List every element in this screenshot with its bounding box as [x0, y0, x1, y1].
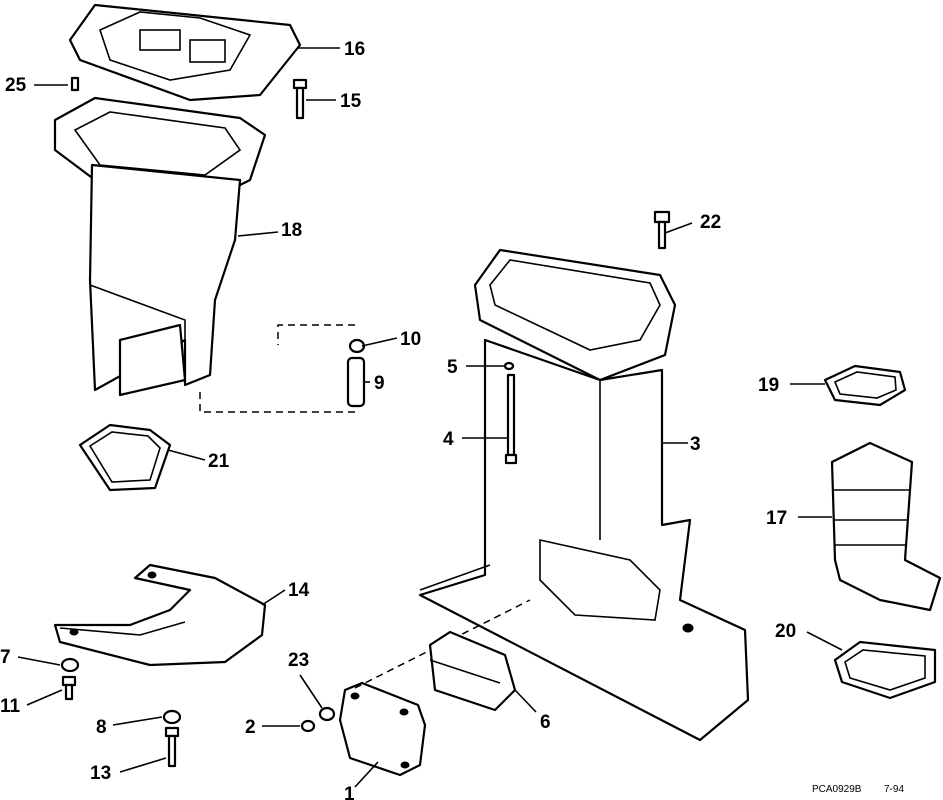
part-18-adapter-housing [53, 96, 267, 397]
part-3-driveshaft-housing [418, 248, 750, 742]
callout-18: 18 [281, 220, 302, 241]
callout-16: 16 [344, 39, 365, 60]
part-22-bolt [653, 210, 671, 250]
date-code: 7-94 [884, 784, 904, 795]
part-11-screw [61, 675, 77, 701]
part-2-screw [300, 719, 316, 733]
callout-10: 10 [400, 329, 421, 350]
guide-line-bottom [199, 392, 356, 413]
part-4-stud [504, 373, 518, 465]
callout-6: 6 [540, 712, 551, 733]
callout-17: 17 [766, 508, 787, 529]
callout-1: 1 [344, 784, 355, 800]
callout-20: 20 [775, 621, 796, 642]
callout-19: 19 [758, 375, 779, 396]
callout-25: 25 [5, 75, 27, 96]
leader-lines [17, 47, 843, 788]
callout-11: 11 [0, 696, 21, 717]
part-16-gasket [68, 3, 302, 102]
callout-2: 2 [245, 717, 256, 738]
figure-code: PCA0929B [812, 784, 862, 795]
callout-15: 15 [340, 91, 362, 112]
callout-22: 22 [700, 212, 721, 233]
part-14-plate [53, 563, 267, 667]
part-1-cover [338, 681, 427, 777]
part-6-block [428, 630, 517, 712]
callout-13: 13 [90, 763, 111, 784]
callout-3: 3 [690, 434, 701, 455]
callout-21: 21 [208, 451, 230, 472]
part-23-washer [318, 706, 336, 722]
part-25-dowel [70, 76, 80, 92]
callout-4: 4 [443, 429, 454, 450]
callout-5: 5 [447, 357, 458, 378]
part-8-washer [162, 709, 182, 725]
part-15-screw [292, 78, 308, 120]
part-7-washer [60, 657, 80, 673]
callout-7: 7 [0, 647, 11, 668]
guide-line-top [277, 324, 355, 345]
part-19-seal [823, 364, 907, 407]
callout-23: 23 [288, 650, 309, 671]
part-21-seal [78, 423, 172, 492]
part-13-screw [164, 726, 180, 768]
callout-14: 14 [288, 580, 310, 601]
part-17-exhaust-tube [830, 441, 942, 612]
part-10-cap [348, 338, 366, 354]
callout-8: 8 [96, 717, 107, 738]
part-9-tube [346, 356, 366, 408]
callout-9: 9 [374, 373, 385, 394]
part-5-washer [503, 361, 515, 371]
part-20-seal [833, 640, 937, 700]
